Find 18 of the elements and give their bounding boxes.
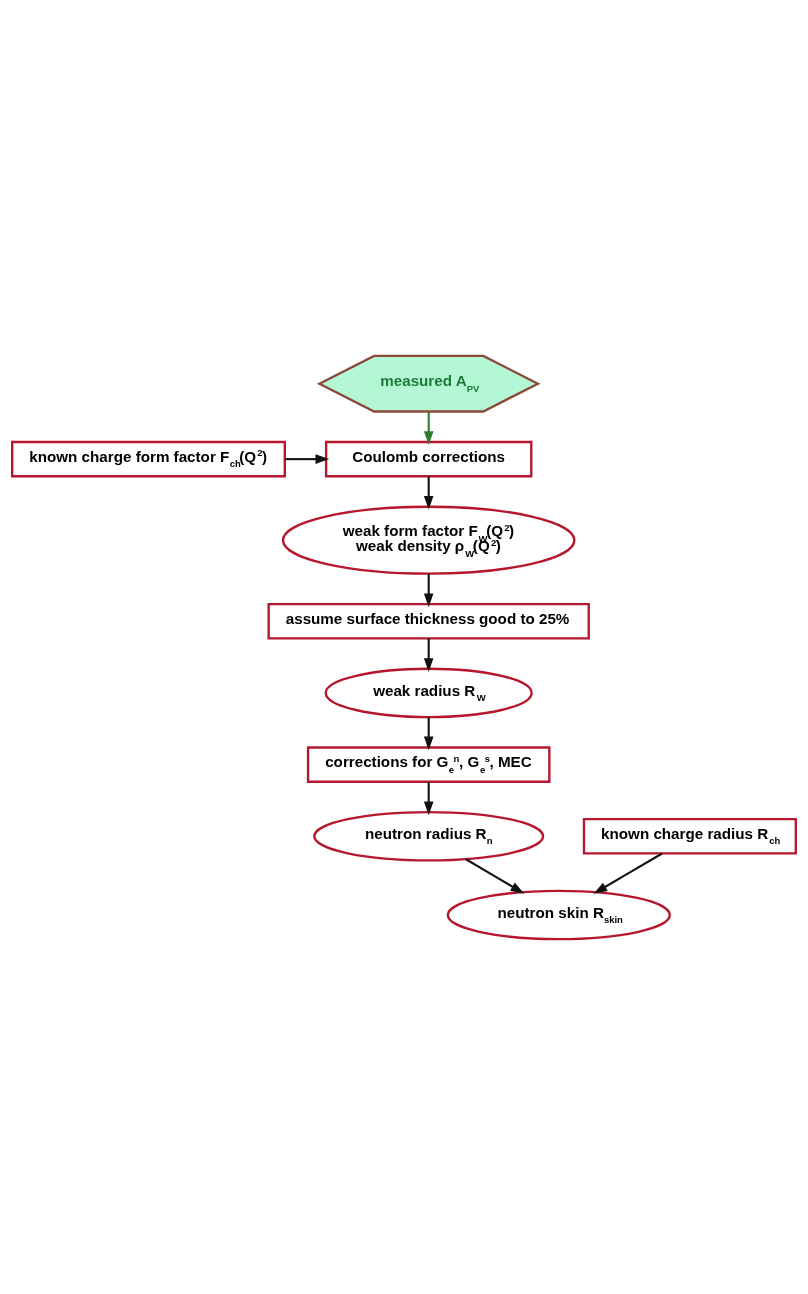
node-box: Coulomb corrections bbox=[324, 440, 533, 477]
node-box: assume surface thickness good to 25% bbox=[267, 602, 590, 640]
arrow bbox=[423, 637, 434, 672]
node-ellipse: weak form factor F$_{W}$(Q$^{2}$) weak density ρ$_{W}$(Q$^{2}$) bbox=[281, 505, 576, 575]
node-ellipse: neutron radius R$_{n}$ bbox=[313, 810, 545, 862]
arrow bbox=[423, 716, 434, 750]
node-box: known charge form factor F$_{ch}$(Q$^{2}$) bbox=[11, 440, 286, 477]
arrow bbox=[285, 453, 330, 464]
arrow bbox=[423, 781, 434, 815]
arrow bbox=[423, 573, 434, 607]
node-ellipse: neutron skin R$_{skin}$ bbox=[446, 889, 671, 940]
node-ellipse: weak radius R$_{W}$ bbox=[324, 667, 533, 718]
node-box: corrections for G$_{e}$$^{n}$, G$_{e}$$^{s}$, MEC bbox=[306, 745, 551, 783]
arrow bbox=[465, 857, 525, 894]
arrow bbox=[423, 411, 434, 445]
node-box: known charge radius R$_{ch}$ bbox=[582, 817, 797, 855]
arrow bbox=[423, 476, 434, 510]
arrow bbox=[593, 852, 663, 894]
